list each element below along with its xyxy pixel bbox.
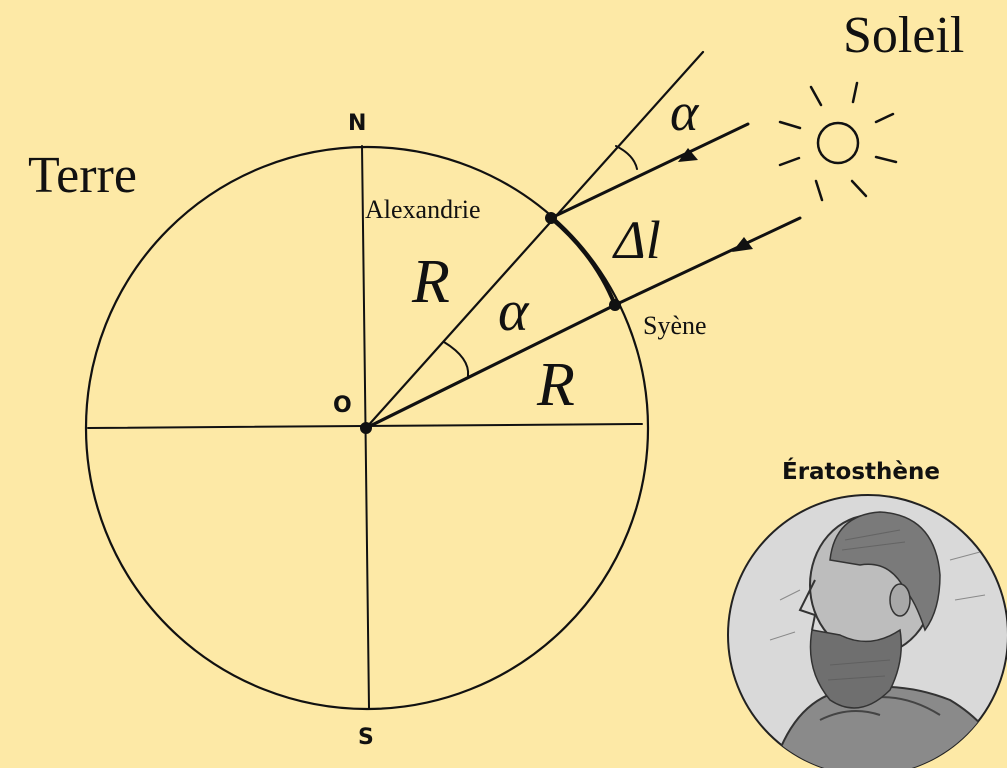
earth-circle xyxy=(84,145,650,711)
sun-icon xyxy=(778,81,898,202)
angle-arc-alexandria xyxy=(615,145,638,170)
alexandria-point xyxy=(545,212,557,224)
syene-point xyxy=(609,299,621,311)
radius-label-lower: R xyxy=(536,351,575,419)
alexandria-label: Alexandrie xyxy=(365,195,481,224)
north-label: N xyxy=(348,111,366,136)
portrait-medallion xyxy=(727,494,1007,768)
radius-label-upper: R xyxy=(411,248,450,316)
radius-to-syene xyxy=(364,303,617,430)
angle-label-center: α xyxy=(498,278,530,343)
arc-delta-l xyxy=(549,216,617,307)
portrait-beard xyxy=(809,628,902,709)
center-point xyxy=(360,422,372,434)
center-label: O xyxy=(333,393,352,418)
sun-label: Soleil xyxy=(843,7,964,64)
angle-label-ray: α xyxy=(670,82,700,142)
syene-label: Syène xyxy=(643,311,707,340)
sun-ray-alexandria xyxy=(549,122,750,220)
angle-arc-center xyxy=(443,341,470,377)
arc-length-label: Δl xyxy=(612,210,661,270)
south-label: S xyxy=(358,725,374,750)
portrait-caption: Ératosthène xyxy=(782,457,940,485)
radius-to-alexandria xyxy=(364,50,705,430)
earth-label: Terre xyxy=(28,147,137,204)
ray-arrow-alexandria xyxy=(678,148,698,162)
sun-ray-syene xyxy=(613,216,802,307)
ray-arrow-syene xyxy=(732,237,753,252)
